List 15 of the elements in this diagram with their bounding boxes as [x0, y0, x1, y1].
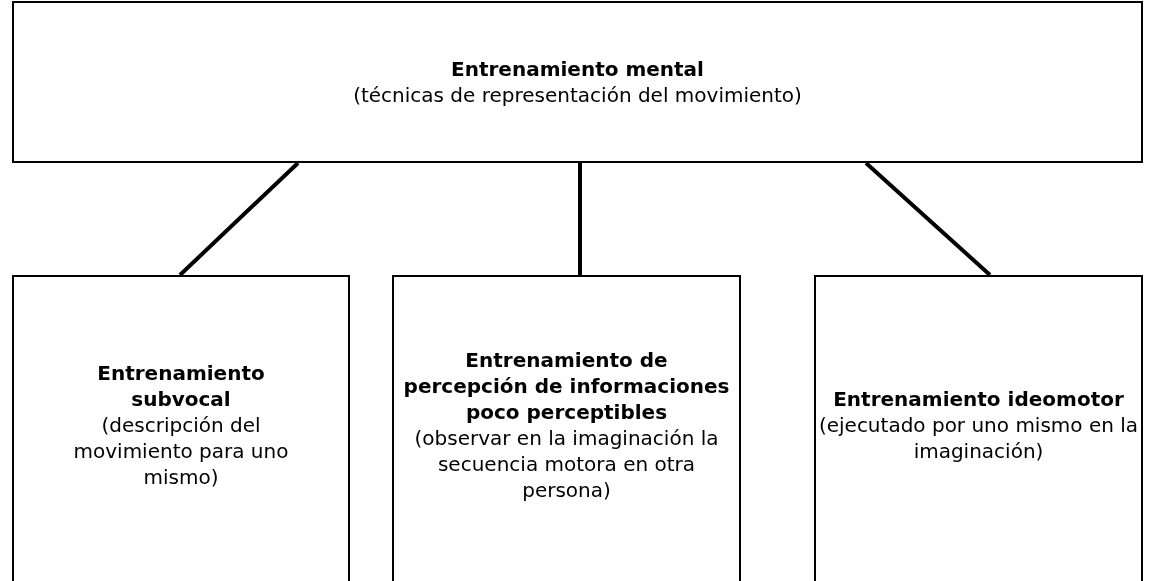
box-heading: Entrenamiento subvocal — [96, 360, 266, 412]
text-box — [12, 1, 1143, 163]
box-description: (descripción del movimiento para uno mismo) — [72, 412, 290, 490]
box-heading: Entrenamiento mental — [451, 56, 704, 82]
box-heading: Entrenamiento de percepción de informaciones poco perceptibles — [402, 347, 731, 425]
box-heading: Entrenamiento ideomotor — [833, 386, 1124, 412]
connector-line — [864, 161, 992, 277]
box-description: (ejecutado por uno mismo en la imaginación) — [818, 412, 1139, 464]
connector-line — [178, 161, 300, 277]
connector-line — [578, 163, 582, 275]
text-box — [392, 275, 741, 581]
text-box — [12, 275, 350, 581]
box-description: (observar en la imaginación la secuencia motora en otra persona) — [413, 425, 720, 503]
text-box — [814, 275, 1143, 581]
box-description: (técnicas de representación del movimiento) — [353, 82, 802, 108]
